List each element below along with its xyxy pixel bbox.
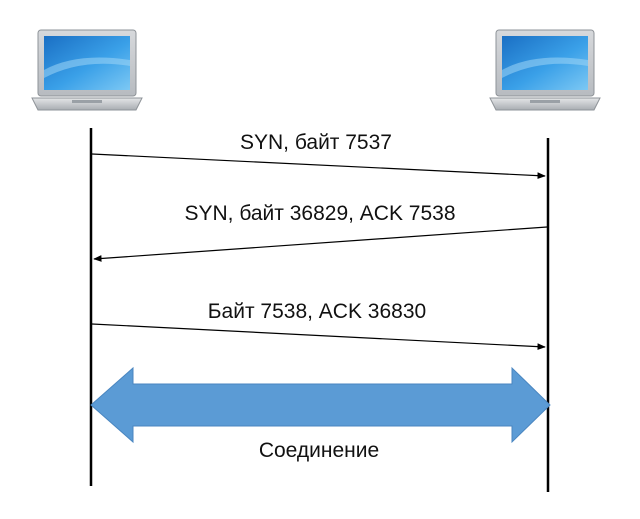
- connection-double-arrow: [90, 366, 551, 444]
- message-3-label: Байт 7538, ACK 36830: [208, 300, 426, 323]
- message-1-label: SYN, байт 7537: [240, 131, 392, 154]
- right-laptop-icon: [489, 29, 601, 111]
- message-3-arrow: [91, 323, 546, 350]
- message-2-label: SYN, байт 36829, ACK 7538: [184, 202, 455, 225]
- message-2-arrow: [93, 226, 548, 262]
- connection-label: Соединение: [259, 439, 379, 462]
- message-1-arrow: [91, 153, 546, 179]
- left-laptop-icon: [31, 29, 143, 111]
